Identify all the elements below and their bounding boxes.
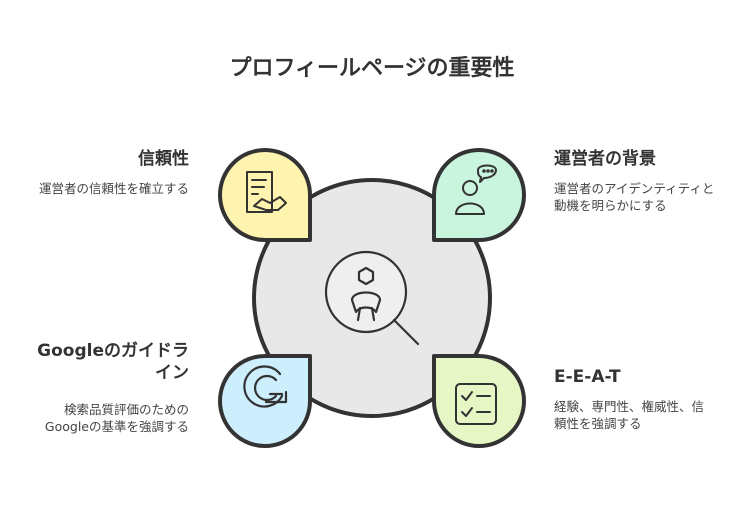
heading-eeat: E-E-A-T	[554, 367, 621, 387]
document-handshake-icon	[246, 171, 287, 213]
bottom-right-badge	[432, 354, 526, 448]
google-logo-icon	[243, 365, 288, 408]
page-title: プロフィールページの重要性	[229, 56, 515, 81]
desc-eeat: 経験、専門性、権威性、信頼性を強調する	[554, 399, 705, 431]
person-chat-icon	[455, 164, 497, 215]
heading-operator-background: 運営者の背景	[554, 149, 656, 169]
desc-google-guidelines: 検索品質評価のためのGoogleの基準を強調する	[44, 402, 189, 434]
top-right-badge	[432, 148, 526, 242]
top-left-badge	[218, 148, 312, 242]
checklist-icon	[455, 383, 497, 425]
heading-credibility: 信頼性	[138, 149, 189, 169]
heading-google-guidelines: Googleのガイドライン	[37, 341, 189, 383]
desc-operator-background: 運営者のアイデンティティと動機を明らかにする	[554, 181, 715, 213]
bottom-left-badge	[218, 354, 312, 448]
desc-credibility: 運営者の信頼性を確立する	[39, 181, 190, 196]
search-magnifier-icon	[324, 250, 420, 346]
